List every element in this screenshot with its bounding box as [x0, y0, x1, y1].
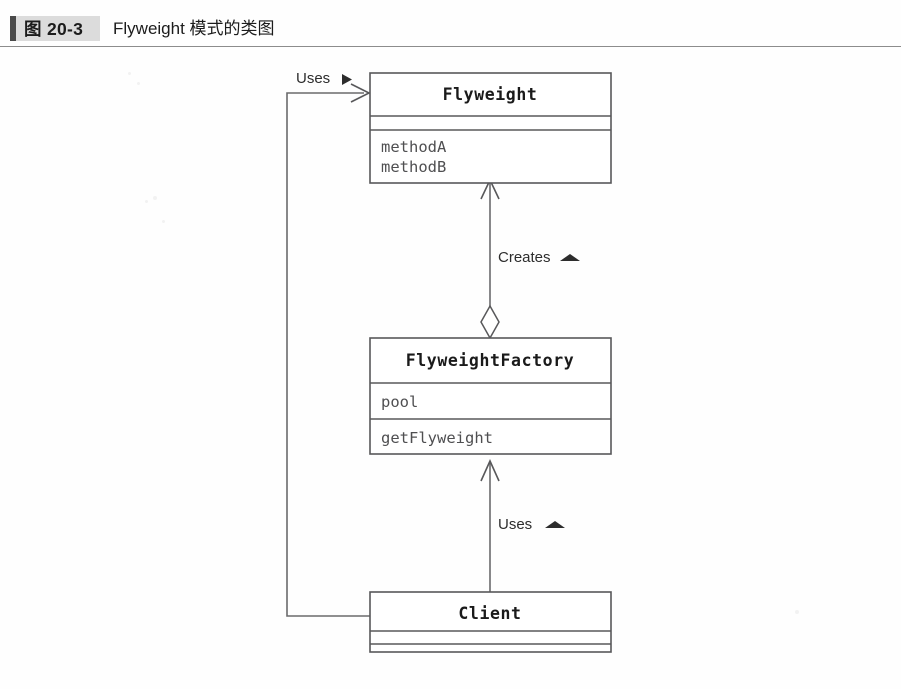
figure-divider-rule — [0, 46, 901, 47]
factory-creates-flyweight-direction-marker-icon — [560, 254, 580, 261]
flyweight-class-name: Flyweight — [443, 85, 538, 104]
class-box-flyweight-factory[interactable]: FlyweightFactory pool getFlyweight — [369, 337, 612, 455]
figure-accent-bar — [10, 16, 16, 41]
class-box-flyweight[interactable]: Flyweight methodA methodB — [369, 72, 612, 184]
client-class-name: Client — [458, 604, 521, 623]
client-uses-flyweight-label: Uses — [296, 70, 330, 87]
client-uses-flyweight-line — [286, 92, 370, 617]
relationship-client-uses-flyweight[interactable]: Uses — [286, 70, 371, 617]
figure-header: 图 20-3 Flyweight 模式的类图 — [0, 14, 901, 46]
figure-title: Flyweight 模式的类图 — [113, 19, 275, 38]
flyweight-factory-attribute-0: pool — [381, 393, 418, 411]
flyweight-box-outline — [369, 72, 612, 184]
flyweight-factory-class-name: FlyweightFactory — [406, 351, 575, 370]
client-uses-flyweight-direction-marker-icon — [342, 74, 352, 85]
client-uses-factory-arrowhead — [480, 459, 500, 482]
class-box-client[interactable]: Client — [369, 591, 612, 653]
figure-number-band — [16, 16, 100, 41]
figure-number: 图 20-3 — [24, 19, 84, 39]
flyweight-method-0: methodA — [381, 138, 447, 156]
relationship-client-uses-factory[interactable]: Uses — [480, 459, 565, 592]
flyweight-method-1: methodB — [381, 158, 446, 176]
client-box-outline — [369, 591, 612, 653]
flyweight-factory-box-outline — [369, 337, 612, 455]
client-uses-factory-direction-marker-icon — [545, 521, 565, 528]
client-uses-factory-label: Uses — [498, 516, 532, 533]
factory-creates-flyweight-label: Creates — [498, 249, 551, 266]
relationship-factory-creates-flyweight[interactable]: Creates — [480, 178, 580, 340]
flyweight-factory-method-0: getFlyweight — [381, 429, 493, 447]
client-uses-flyweight-arrowhead — [350, 83, 371, 103]
factory-creates-flyweight-aggregation-diamond — [480, 304, 500, 340]
